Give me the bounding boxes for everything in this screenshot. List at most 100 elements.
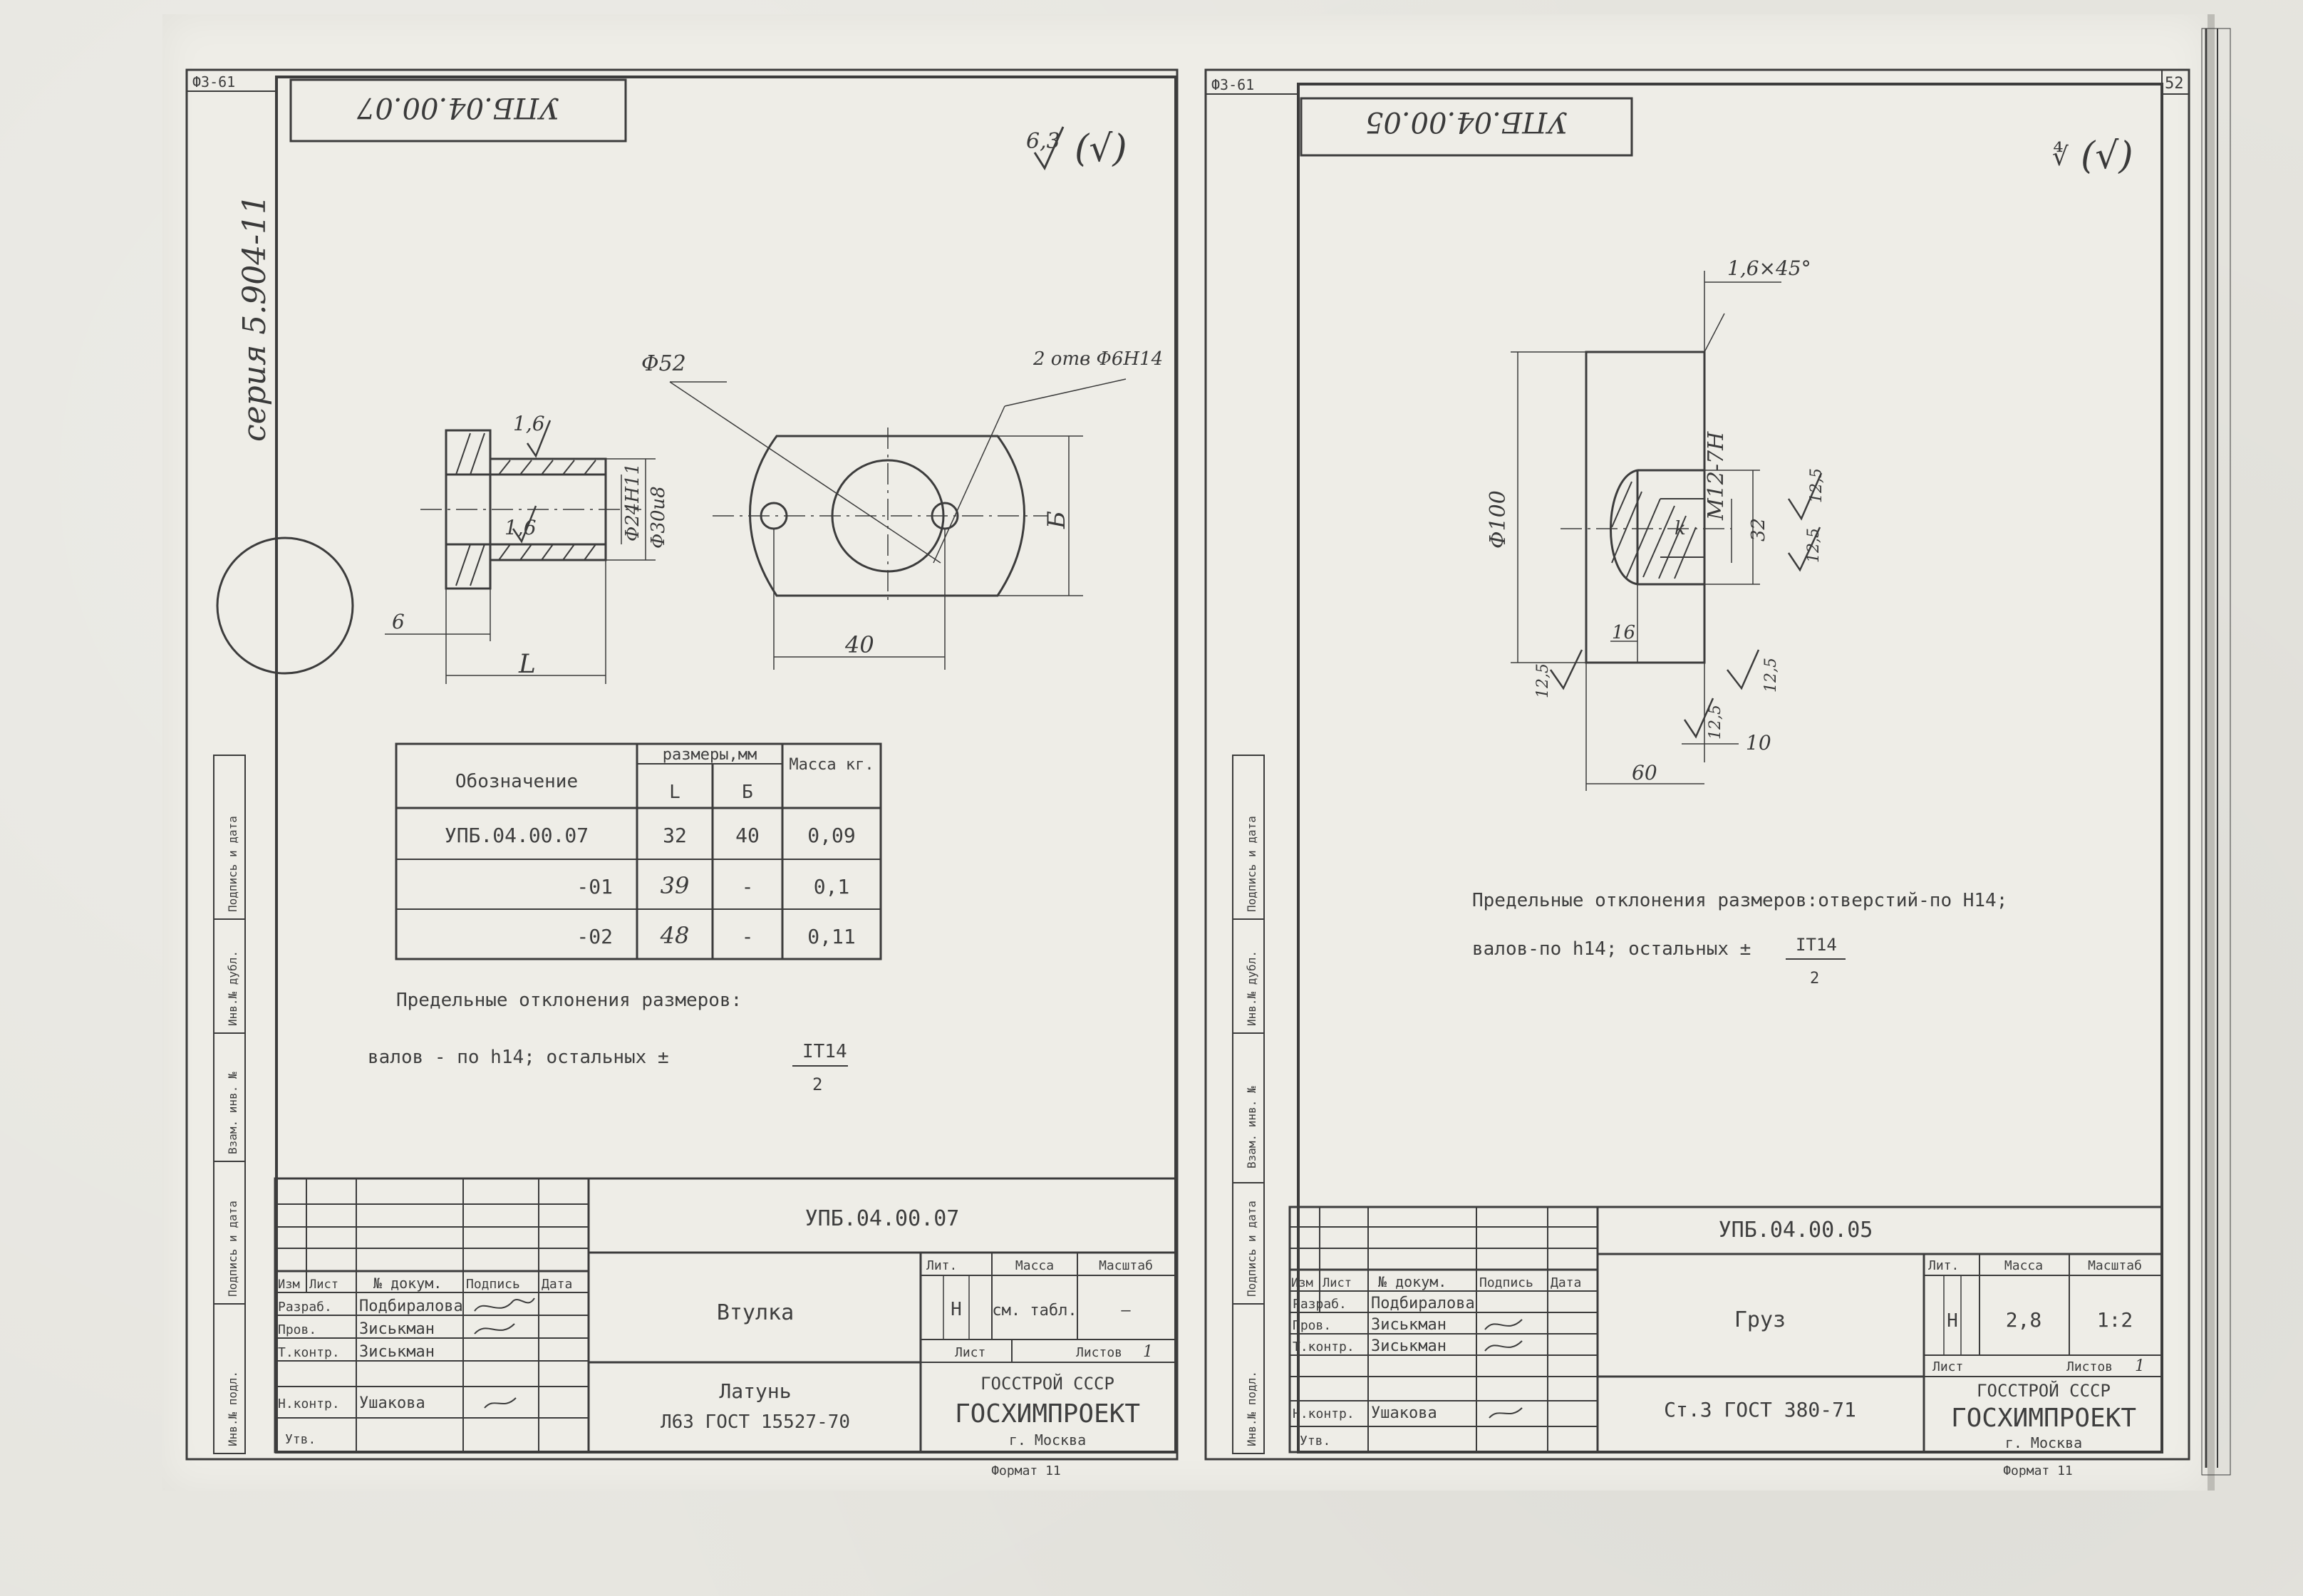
left-format-code: Ф3-61 xyxy=(192,73,235,90)
right-signature-2 xyxy=(1484,1340,1523,1352)
left-dim-d30: Φ30и8 xyxy=(648,486,669,549)
right-side-label-4: Подпись и дата xyxy=(1245,1201,1258,1297)
left-tb-name-4: Ушакова xyxy=(359,1394,425,1412)
left-tb-sheets-label: Листов xyxy=(1076,1345,1122,1360)
right-dim-10: 10 xyxy=(1746,731,1771,755)
right-tb-role-3: Т.контр. xyxy=(1293,1340,1355,1354)
left-top-code-box xyxy=(289,78,627,142)
right-format-code: Ф3-61 xyxy=(1211,76,1254,93)
left-dim-holes: 2 отв Φ6Н14 xyxy=(1033,348,1163,370)
left-signature-3 xyxy=(484,1397,517,1409)
right-tb-role-4: Н.контр. xyxy=(1293,1406,1355,1421)
left-size-table xyxy=(395,742,882,960)
left-tb-sheet-label: Лист xyxy=(955,1345,985,1360)
left-note-frac-num: IT14 xyxy=(802,1041,847,1062)
left-top-code: УПБ.04.00.07 xyxy=(356,91,559,124)
left-dim-d24: Φ24Н11 xyxy=(622,463,643,542)
right-tb-format: Формат 11 xyxy=(2003,1463,2073,1478)
bushing-end-view xyxy=(669,378,1127,670)
left-tb-col-list: Лист xyxy=(309,1278,338,1292)
left-tb-org-2: ГОСХИМПРОЕКТ xyxy=(955,1399,1140,1429)
right-tb-lit-label: Лит. xyxy=(1928,1258,1959,1273)
right-tb-role-1: Разраб. xyxy=(1293,1297,1347,1312)
left-side-label-1: Подпись и дата xyxy=(226,816,239,912)
table-row-L: 48 xyxy=(660,922,690,949)
right-tb-col-doc: № докум. xyxy=(1378,1273,1447,1290)
right-dim-16: 16 xyxy=(1612,622,1635,643)
left-signature-2 xyxy=(474,1323,515,1335)
right-tb-sheets-value: 1 xyxy=(2135,1357,2145,1375)
table-header-L: L xyxy=(669,782,680,803)
right-tb-scale-value: 1:2 xyxy=(2097,1308,2133,1332)
right-dim-d100: Φ100 xyxy=(1486,490,1511,549)
right-roughness-25a: 12,5 xyxy=(1762,658,1780,693)
right-roughness-125b: 12,5 xyxy=(1805,528,1823,563)
binding-edge xyxy=(2201,28,2231,1476)
left-tb-mass-value: см. табл. xyxy=(992,1302,1077,1320)
right-dim-60: 60 xyxy=(1632,761,1657,784)
left-tb-name: Втулка xyxy=(717,1300,794,1325)
right-tb-name-4: Ушакова xyxy=(1371,1404,1437,1422)
right-tb-mass-value: 2,8 xyxy=(2006,1308,2042,1332)
right-side-label-1: Подпись и дата xyxy=(1245,816,1258,912)
right-note-frac-den: 2 xyxy=(1810,970,1819,988)
left-tb-col-sign: Подпись xyxy=(466,1277,520,1292)
right-roughness-125a: 12,5 xyxy=(1808,468,1826,503)
sheet-left: Ф3-61 УПБ.04.00.07 серия 5.904-11 Подпис… xyxy=(185,68,1179,1478)
bushing-section-view xyxy=(385,420,656,684)
left-tb-lit-label: Лит. xyxy=(926,1258,957,1273)
right-tb-col-date: Дата xyxy=(1551,1275,1581,1290)
right-tb-col-list: Лист xyxy=(1323,1276,1352,1290)
right-note-line2: валов-по h14; остальных ± xyxy=(1472,938,1751,960)
left-tb-role-1: Разраб. xyxy=(278,1300,332,1315)
right-tb-col-sign: Подпись xyxy=(1479,1275,1533,1290)
right-sheet-number: 52 xyxy=(2165,75,2184,93)
left-dim-B: Б xyxy=(1042,511,1071,529)
drawing-paper xyxy=(162,14,2215,1491)
left-roughness-paren: (√) xyxy=(1075,128,1127,170)
left-side-label-4: Подпись и дата xyxy=(226,1201,239,1297)
right-inner-frame xyxy=(1297,83,2163,1454)
left-side-strip xyxy=(213,755,246,1454)
left-tb-col-izm: Изм xyxy=(278,1278,300,1292)
right-dim-32: 32 xyxy=(1748,518,1769,542)
right-tb-org-2: ГОСХИМПРОЕКТ xyxy=(1951,1404,2136,1433)
table-row-mass: 0,09 xyxy=(807,824,855,847)
weight-section-view xyxy=(1511,271,1823,791)
right-note-line1: Предельные отклонения размеров:отверстий… xyxy=(1472,890,2007,911)
left-tb-material-1: Латунь xyxy=(719,1379,791,1403)
left-tb-role-5: Утв. xyxy=(285,1432,316,1447)
right-signature-1 xyxy=(1484,1319,1523,1330)
left-tb-org-3: г. Москва xyxy=(1009,1431,1086,1449)
left-tb-code: УПБ.04.00.07 xyxy=(805,1206,960,1231)
left-tb-role-4: Н.контр. xyxy=(278,1396,340,1411)
series-stamp: серия 5.904-11 xyxy=(237,195,273,442)
left-tb-col-date: Дата xyxy=(542,1277,572,1292)
right-tb-mass-label: Масса xyxy=(2004,1258,2043,1273)
right-tb-org-1: ГОССТРОЙ СССР xyxy=(1977,1380,2111,1401)
right-title-block xyxy=(1288,1206,2163,1454)
right-tb-org-3: г. Москва xyxy=(2005,1434,2082,1451)
right-top-code: УПБ.04.00.05 xyxy=(1365,105,1568,138)
left-note-frac-den: 2 xyxy=(812,1074,822,1094)
table-row-B: - xyxy=(742,925,754,948)
right-tb-scale-label: Масштаб xyxy=(2088,1258,2142,1273)
right-tb-name-2: Зиськман xyxy=(1371,1316,1447,1334)
table-row-B: - xyxy=(742,875,754,898)
left-tb-col-doc: № докум. xyxy=(373,1275,442,1292)
right-dim-k: k xyxy=(1675,518,1686,539)
left-dim-40: 40 xyxy=(844,631,874,658)
right-roughness-paren: (√) xyxy=(2081,135,2133,177)
right-dim-chamfer: 1,6×45° xyxy=(1727,256,1811,280)
left-tb-role-2: Пров. xyxy=(278,1322,316,1337)
left-roughness-16b: 1,6 xyxy=(504,516,537,539)
right-tb-sheet-label: Лист xyxy=(1932,1359,1963,1374)
left-dim-6: 6 xyxy=(392,610,405,633)
sheet-right: Ф3-61 52 УПБ.04.00.05 ∜ (√) Подпись и да… xyxy=(1204,68,2190,1478)
table-row-designation: -01 xyxy=(576,875,613,898)
left-side-label-2: Инв.№ дубл. xyxy=(226,950,239,1026)
table-header-mass: Масса кг. xyxy=(789,756,874,774)
left-side-label-5: Инв.№ подл. xyxy=(226,1371,239,1446)
table-row-L: 32 xyxy=(663,824,687,847)
